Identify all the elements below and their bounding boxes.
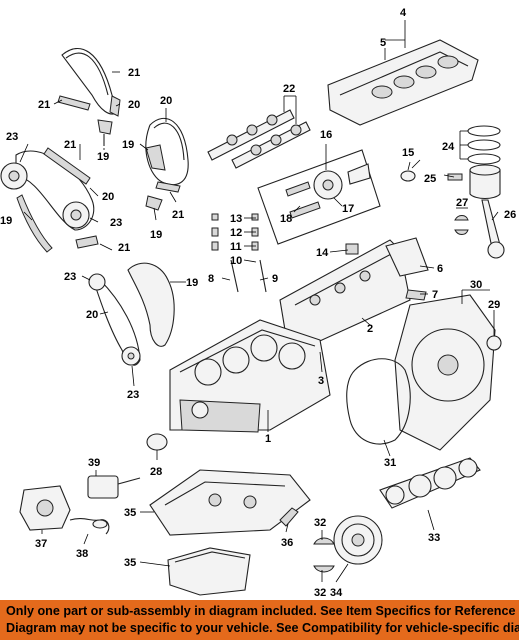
cam-adjuster-assembly	[257, 149, 381, 245]
callout-21: 21	[38, 99, 50, 111]
callout-labels: 4 5 21 21 20 19 20 22 19 21 19 23 21 20 …	[0, 7, 516, 599]
valve-train	[211, 213, 267, 293]
callout-32: 32	[314, 587, 326, 599]
main-bearings	[313, 537, 335, 573]
callout-14: 14	[316, 247, 329, 259]
callout-19: 19	[150, 229, 162, 241]
callout-17: 17	[342, 203, 354, 215]
oil-baffle	[279, 507, 299, 527]
callout-11: 11	[230, 241, 242, 253]
idler-bushing	[400, 170, 416, 182]
leader-lines	[19, 20, 499, 583]
rear-gasket	[346, 358, 411, 445]
callout-25: 25	[424, 173, 436, 185]
callout-39: 39	[88, 457, 100, 469]
callout-31: 31	[384, 457, 396, 469]
callout-2: 2	[367, 323, 373, 335]
piston-rings	[467, 125, 501, 165]
callout-8: 8	[208, 273, 214, 285]
callout-20: 20	[102, 191, 114, 203]
callout-38: 38	[76, 548, 88, 560]
oil-pan-upper	[149, 469, 311, 536]
callout-22: 22	[283, 83, 295, 95]
callout-9: 9	[272, 273, 278, 285]
callout-20: 20	[160, 95, 172, 107]
disclaimer-banner: Only one part or sub-assembly in diagram…	[0, 600, 519, 640]
engine-parts-diagram: 4 5 21 21 20 19 20 22 19 21 19 23 21 20 …	[0, 7, 516, 599]
crankshaft	[379, 457, 481, 509]
connecting-rod	[454, 199, 505, 259]
callout-19: 19	[97, 151, 109, 163]
callout-13: 13	[230, 213, 242, 225]
valve-cover	[327, 39, 479, 126]
callout-24: 24	[442, 141, 455, 153]
callout-27: 27	[456, 197, 468, 209]
callout-21: 21	[64, 139, 76, 151]
callout-21: 21	[118, 242, 130, 254]
front-seal	[146, 433, 168, 451]
oil-pan-lower	[167, 547, 251, 596]
callout-5: 5	[380, 37, 386, 49]
disclaimer-line-2: Diagram may not be specific to your vehi…	[6, 621, 519, 635]
callout-32: 32	[314, 517, 326, 529]
callout-23: 23	[127, 389, 139, 401]
oil-pickup	[69, 518, 110, 535]
callout-23: 23	[6, 131, 18, 143]
timing-chain-left-mid	[0, 147, 99, 253]
callout-16: 16	[320, 129, 332, 141]
oil-pump	[19, 485, 71, 531]
callout-12: 12	[230, 227, 242, 239]
piston	[447, 164, 501, 200]
cylinder-head	[279, 237, 429, 351]
callout-37: 37	[35, 538, 47, 550]
callout-21: 21	[172, 209, 184, 221]
camshafts	[207, 109, 311, 169]
callout-20: 20	[128, 99, 140, 111]
callout-1: 1	[265, 433, 271, 445]
callout-20: 20	[86, 309, 98, 321]
callout-6: 6	[437, 263, 443, 275]
callout-33: 33	[428, 532, 440, 544]
callout-28: 28	[150, 466, 162, 478]
callout-4: 4	[400, 7, 407, 19]
callout-21: 21	[128, 67, 140, 79]
callout-7: 7	[432, 289, 438, 301]
disclaimer-line-1: Only one part or sub-assembly in diagram…	[6, 604, 519, 618]
callout-36: 36	[281, 537, 293, 549]
callout-15: 15	[402, 147, 414, 159]
callout-19: 19	[186, 277, 198, 289]
callout-3: 3	[318, 375, 324, 387]
callout-19: 19	[122, 139, 134, 151]
timing-chain-lower-left	[88, 262, 175, 366]
callout-19: 19	[0, 215, 12, 227]
timing-chain-upper-mid	[145, 117, 189, 211]
transmission-housing	[394, 294, 502, 451]
callout-29: 29	[488, 299, 500, 311]
callout-23: 23	[64, 271, 76, 283]
callout-34: 34	[330, 587, 343, 599]
timing-chain-upper-left	[57, 47, 121, 146]
crank-pulley	[333, 515, 383, 565]
callout-26: 26	[504, 209, 516, 221]
callout-35: 35	[124, 507, 136, 519]
callout-10: 10	[230, 255, 242, 267]
oil-level-sensor	[87, 475, 141, 499]
callout-18: 18	[280, 213, 292, 225]
engine-block	[169, 319, 331, 433]
callout-35: 35	[124, 557, 136, 569]
callout-23: 23	[110, 217, 122, 229]
callout-30: 30	[470, 279, 482, 291]
